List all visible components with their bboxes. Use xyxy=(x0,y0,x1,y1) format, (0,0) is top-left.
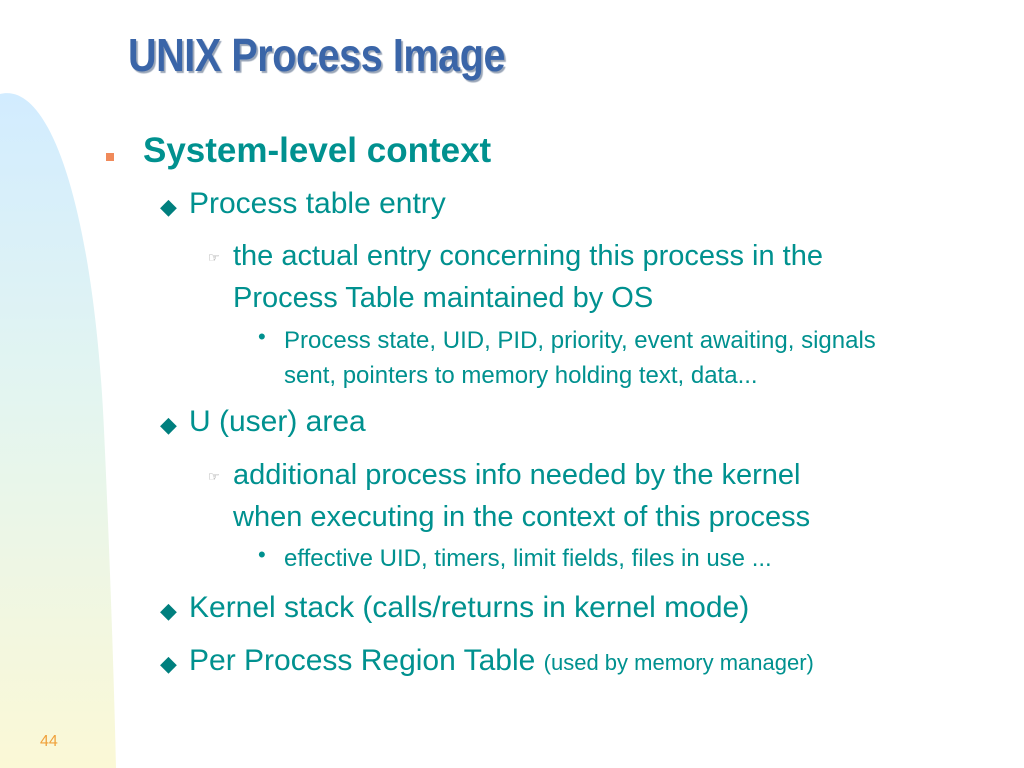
process-table-desc-line1: the actual entry concerning this process… xyxy=(233,240,823,272)
item-region-table: Per Process Region Table (used by memory… xyxy=(189,644,814,678)
diamond-bullet-icon: ◆ xyxy=(160,412,177,437)
diamond-bullet-icon: ◆ xyxy=(160,194,177,219)
process-table-desc-line2: Process Table maintained by OS xyxy=(233,282,654,314)
region-table-note: (used by memory manager) xyxy=(543,650,814,675)
slide-title: UNIX Process Image xyxy=(128,29,506,81)
diamond-bullet-icon: ◆ xyxy=(160,598,177,623)
u-area-desc-line1: additional process info needed by the ke… xyxy=(233,459,801,491)
process-table-detail-line1: Process state, UID, PID, priority, event… xyxy=(284,327,876,354)
item-kernel-stack: Kernel stack (calls/returns in kernel mo… xyxy=(189,591,750,624)
heading-system-level-context: System-level context xyxy=(143,131,492,170)
dot-bullet-icon: • xyxy=(258,542,266,567)
process-table-detail-line2: sent, pointers to memory holding text, d… xyxy=(284,362,758,389)
u-area-desc-line2: when executing in the context of this pr… xyxy=(233,501,811,533)
u-area-detail: effective UID, timers, limit fields, fil… xyxy=(284,545,772,572)
square-bullet-icon xyxy=(106,153,114,161)
region-table-label: Per Process Region Table xyxy=(189,644,536,677)
pointing-hand-icon: ☞ xyxy=(208,469,220,484)
diamond-bullet-icon: ◆ xyxy=(160,651,177,676)
dot-bullet-icon: • xyxy=(258,324,266,349)
item-u-area: U (user) area xyxy=(189,405,366,438)
page-number: 44 xyxy=(40,733,58,750)
pointing-hand-icon: ☞ xyxy=(208,250,220,265)
item-process-table-entry: Process table entry xyxy=(189,187,446,220)
